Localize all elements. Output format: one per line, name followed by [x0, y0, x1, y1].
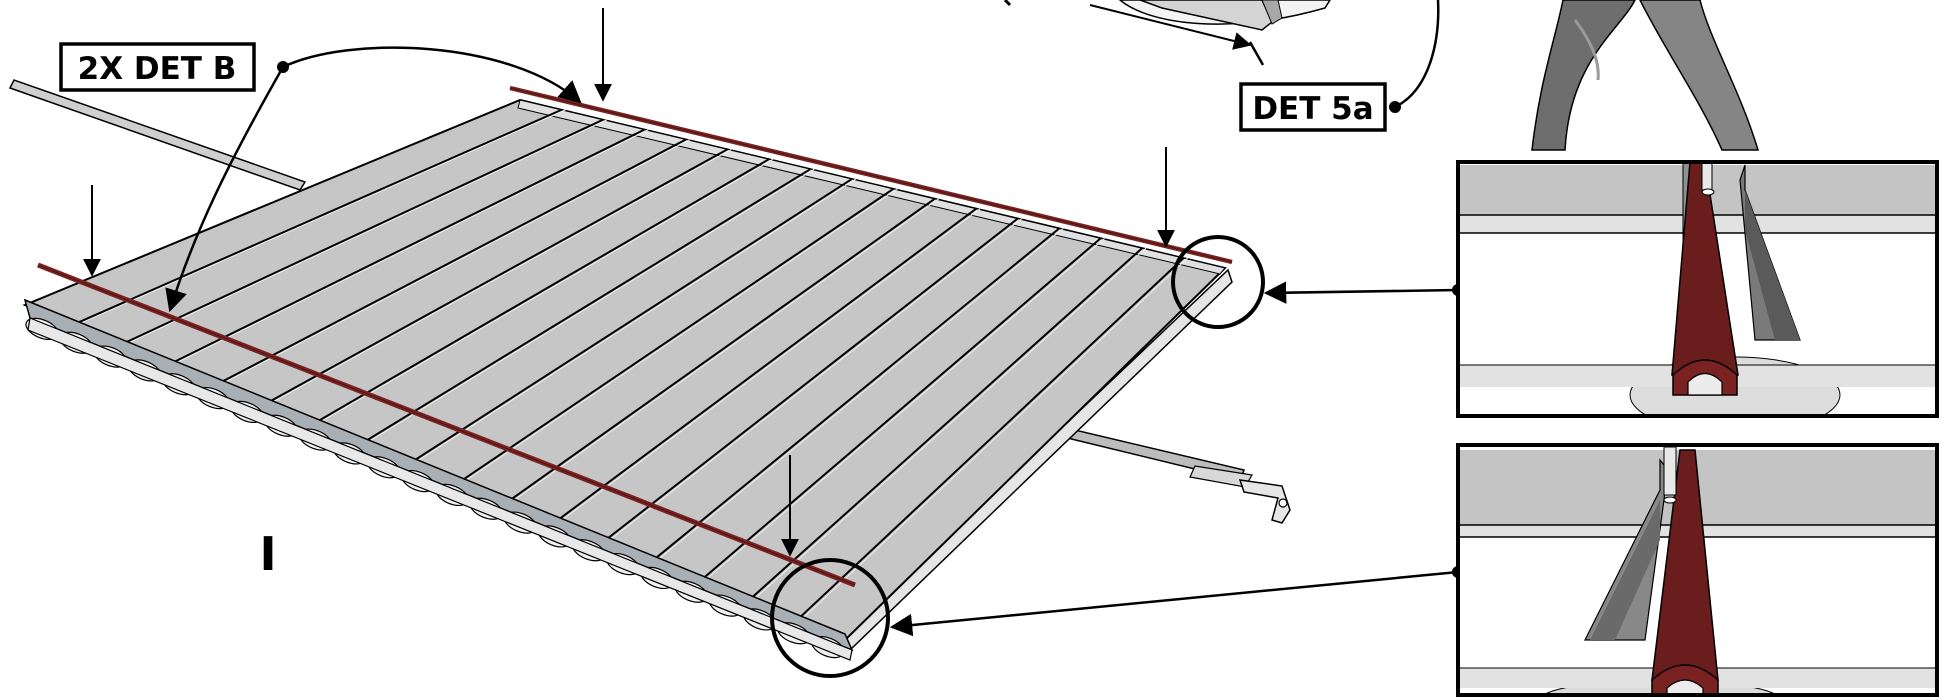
- callout-det-b-text: 2X DET B: [78, 51, 237, 87]
- inset-detail-top: [1456, 160, 1939, 418]
- trim-strips: [37, 85, 1233, 588]
- detail-circle-back: [1171, 235, 1265, 329]
- detail-circles: [770, 235, 1265, 678]
- step-label: I: [259, 527, 276, 581]
- person-legs: [1531, 0, 1760, 151]
- callout-det-5a-text: DET 5a: [1252, 91, 1373, 127]
- inset-detail-bottom: [1456, 443, 1939, 697]
- indicator-arrows: [83, 8, 1175, 557]
- det-5a-partial-detail: [1003, 0, 1440, 113]
- callout-det-5a: DET 5a: [1239, 82, 1387, 132]
- detail-circle-front: [770, 558, 890, 678]
- callout-det-b: 2X DET B: [59, 42, 256, 92]
- front-rail: [23, 298, 854, 661]
- det-b-leaders: [165, 46, 582, 313]
- panel-seams: [72, 108, 1188, 622]
